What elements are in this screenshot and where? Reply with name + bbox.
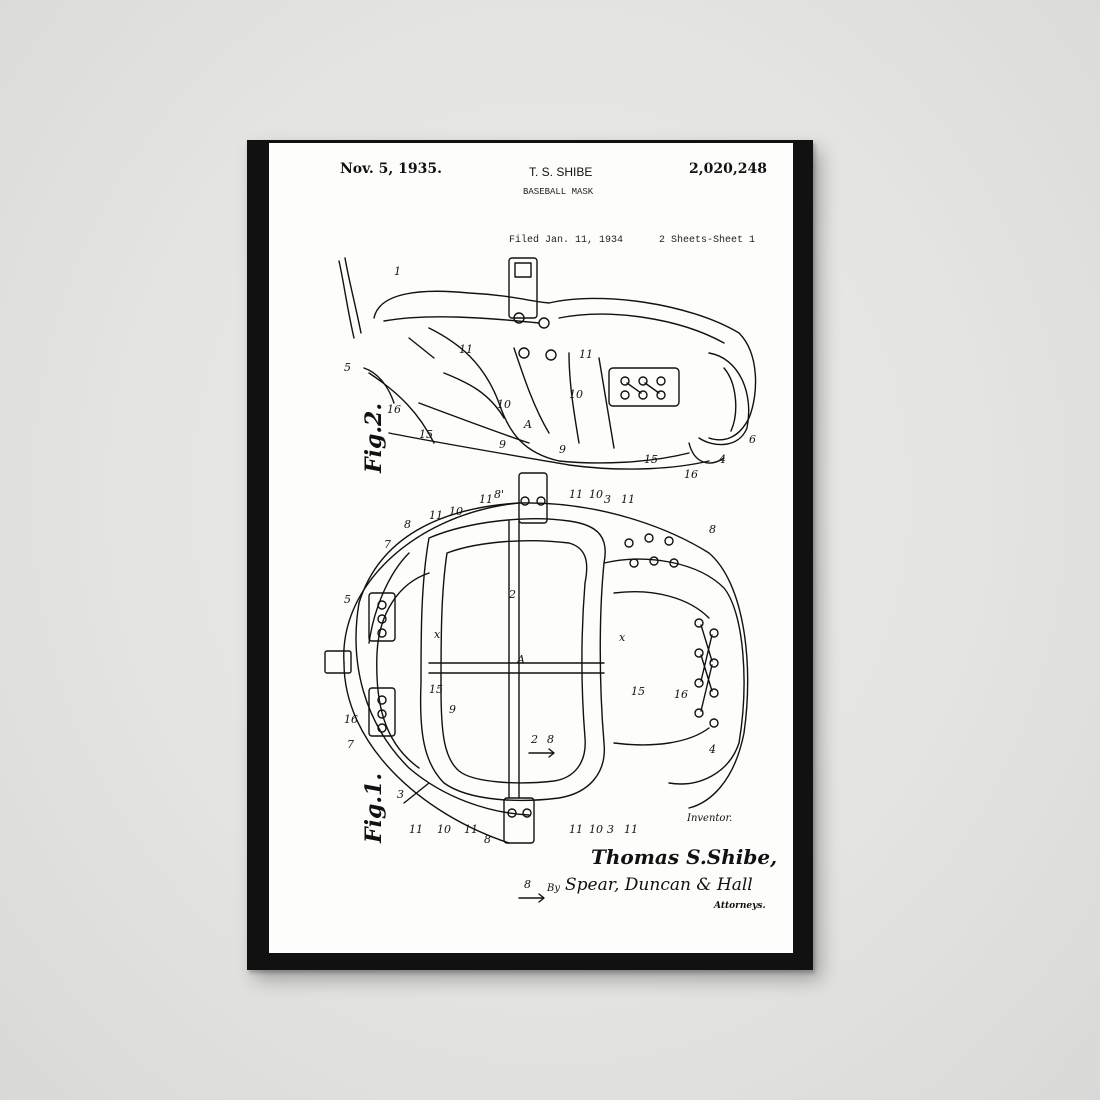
svg-text:11: 11	[621, 493, 635, 506]
reference-numerals: 1 5 11 10 9 A 10 11 9 15 16 4 6 15 16 11…	[344, 265, 756, 891]
sheet-count: 2 Sheets-Sheet 1	[659, 235, 756, 246]
svg-text:10: 10	[589, 823, 603, 836]
svg-text:x: x	[434, 628, 441, 641]
svg-text:10: 10	[569, 388, 583, 401]
patent-print: Nov. 5, 1935. T. S. SHIBE 2,020,248 BASE…	[269, 143, 793, 953]
svg-text:4: 4	[708, 743, 716, 756]
svg-text:5: 5	[344, 361, 351, 374]
svg-text:A: A	[523, 418, 532, 431]
patent-date: Nov. 5, 1935.	[340, 161, 442, 177]
svg-text:10: 10	[497, 398, 511, 411]
inventor-signature: Thomas S.Shibe,	[591, 845, 778, 869]
fig2-mask-side-view	[338, 257, 757, 470]
svg-text:8: 8	[709, 523, 716, 536]
svg-text:x: x	[619, 631, 626, 644]
filed-date: Filed Jan. 11, 1934	[509, 235, 624, 246]
svg-text:15: 15	[429, 683, 443, 696]
inventor-header: T. S. SHIBE	[529, 165, 593, 179]
svg-text:3: 3	[604, 493, 611, 506]
svg-text:10: 10	[449, 505, 463, 518]
svg-text:11: 11	[464, 823, 478, 836]
attorney-signature: Spear, Duncan & Hall	[565, 875, 753, 895]
svg-text:16: 16	[674, 688, 688, 701]
svg-text:7: 7	[384, 538, 391, 551]
svg-text:6: 6	[749, 433, 756, 446]
svg-text:8: 8	[547, 733, 554, 746]
svg-text:8: 8	[524, 878, 531, 891]
svg-text:10: 10	[589, 488, 603, 501]
svg-text:2: 2	[530, 733, 538, 746]
fig2-label: Fig.2.	[361, 403, 387, 474]
fig1-label: Fig.1.	[361, 773, 387, 844]
svg-text:11: 11	[569, 823, 583, 836]
svg-text:8: 8	[484, 833, 491, 846]
svg-text:11: 11	[459, 343, 473, 356]
svg-text:15: 15	[631, 685, 645, 698]
svg-text:9: 9	[449, 703, 456, 716]
svg-text:7: 7	[347, 738, 354, 751]
svg-text:8: 8	[404, 518, 411, 531]
svg-text:16: 16	[344, 713, 358, 726]
svg-text:15: 15	[644, 453, 658, 466]
svg-text:11: 11	[579, 348, 593, 361]
svg-text:8': 8'	[494, 488, 504, 501]
svg-text:11: 11	[409, 823, 423, 836]
svg-text:3: 3	[397, 788, 404, 801]
attorneys-caption: Attorneys.	[714, 901, 766, 911]
svg-text:3: 3	[607, 823, 614, 836]
svg-text:11: 11	[624, 823, 638, 836]
svg-text:9: 9	[559, 443, 566, 456]
svg-text:11: 11	[479, 493, 493, 506]
inventor-caption: Inventor.	[687, 813, 733, 824]
svg-text:9: 9	[499, 438, 506, 451]
patent-number: 2,020,248	[689, 161, 767, 177]
mask-drawing: Fig.2. Fig.1. 1 5 11 10 9 A 10 11 9 15 1…	[324, 257, 757, 903]
svg-text:4: 4	[718, 453, 726, 466]
svg-text:2: 2	[508, 588, 516, 601]
svg-text:1: 1	[394, 265, 401, 278]
svg-text:5: 5	[344, 593, 351, 606]
svg-text:A: A	[516, 653, 525, 666]
svg-text:15: 15	[419, 428, 433, 441]
svg-text:10: 10	[437, 823, 451, 836]
patent-title: BASEBALL MASK	[523, 187, 594, 197]
svg-text:16: 16	[684, 468, 698, 481]
svg-text:11: 11	[569, 488, 583, 501]
svg-text:16: 16	[387, 403, 401, 416]
svg-text:11: 11	[429, 509, 443, 522]
fig1-mask-front-view	[324, 337, 749, 903]
by-label: By	[547, 883, 560, 894]
